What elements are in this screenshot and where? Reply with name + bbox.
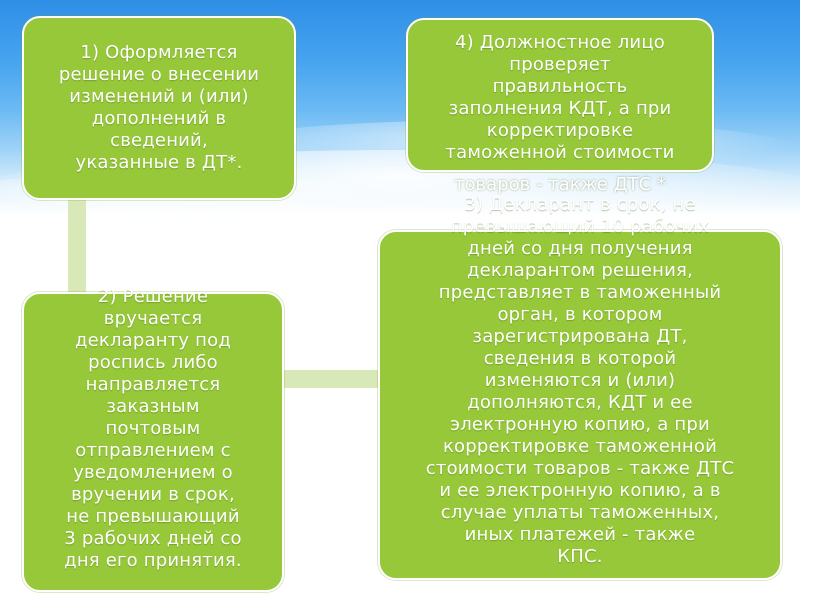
step-4-text: 4) Должностное лицо проверяет правильнос… xyxy=(445,32,675,163)
step-3-box: 3) Декларант в срок, не превышающий 10 р… xyxy=(378,194,782,580)
step-3-text: 3) Декларант в срок, не превышающий 10 р… xyxy=(425,194,735,567)
connector-horizontal-middle xyxy=(282,370,380,388)
step-4-overflow-text: товаров - также ДТС * xyxy=(454,174,666,195)
step-2-box: 2) Решение вручается декларанту под росп… xyxy=(22,286,284,592)
step-2-text: 2) Решение вручается декларанту под росп… xyxy=(64,286,242,571)
connector-vertical-left xyxy=(68,198,86,294)
step-4-box: 4) Должностное лицо проверяет правильнос… xyxy=(406,18,714,172)
step-1-box: 1) Оформляется решение о внесении измене… xyxy=(22,16,296,200)
step-1-text: 1) Оформляется решение о внесении измене… xyxy=(58,42,260,173)
